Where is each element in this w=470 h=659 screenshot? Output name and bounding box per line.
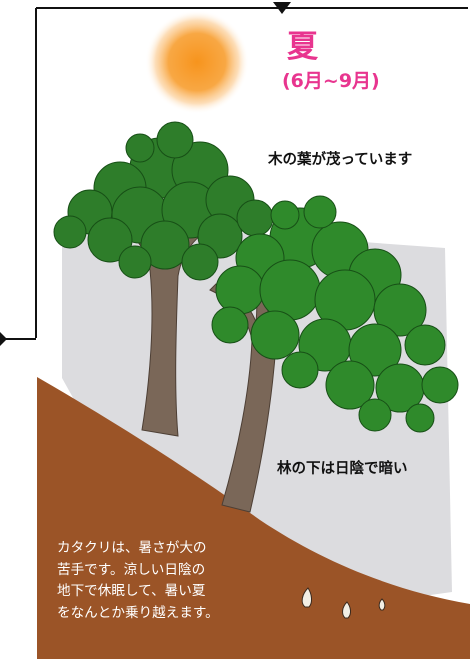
season-title: 夏: [287, 29, 318, 65]
leaves-caption: 木の葉が茂っています: [268, 152, 413, 168]
soil-hill: [37, 377, 470, 659]
katakuri-note: カタクリは、暑さが大の 苦手です。涼しい日陰の 地下で休眠して、暑い夏 をなんと…: [57, 538, 297, 624]
arrow-left-icon: [0, 332, 7, 346]
shade-caption: 林の下は日陰で暗い: [277, 461, 408, 477]
foliage-right: [211, 195, 459, 433]
sun-icon: [145, 10, 249, 114]
season-period: (6月~9月): [282, 70, 380, 92]
soil-base: [37, 628, 470, 659]
frame-lines: [3, 7, 468, 340]
foliage-left: [53, 121, 274, 281]
note-line: をなんとか乗り越えます。: [57, 604, 219, 621]
note-line: カタクリは、暑さが大の: [57, 540, 207, 556]
note-line: 地下で休眠して、暑い夏: [57, 583, 206, 599]
arrow-down-icon: [273, 2, 291, 14]
bulb-icon: [301, 587, 386, 619]
note-line: 苦手です。涼しい日陰の: [57, 561, 206, 578]
tree-icon: [53, 121, 459, 513]
